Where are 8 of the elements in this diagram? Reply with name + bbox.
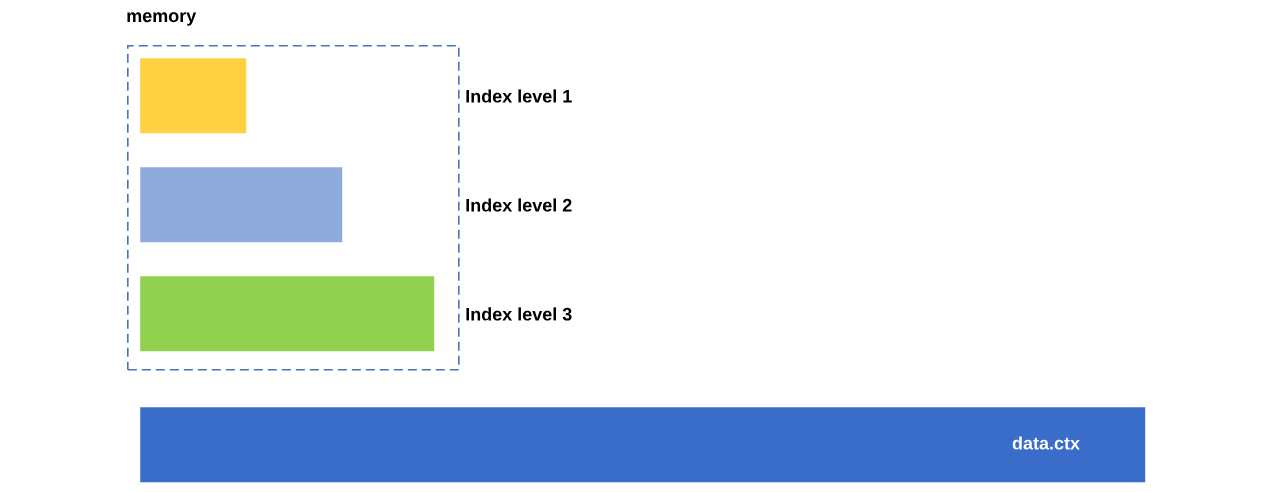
level-label: Index level 3 <box>466 307 572 321</box>
file-bar: data.ctx <box>140 407 1146 483</box>
box-heading: memory <box>127 12 197 26</box>
level-label: Index level 2 <box>466 198 572 212</box>
level-bar <box>140 167 343 243</box>
level-bar <box>140 58 247 134</box>
level-label: Index level 1 <box>466 89 572 103</box>
level-bar <box>140 276 435 352</box>
